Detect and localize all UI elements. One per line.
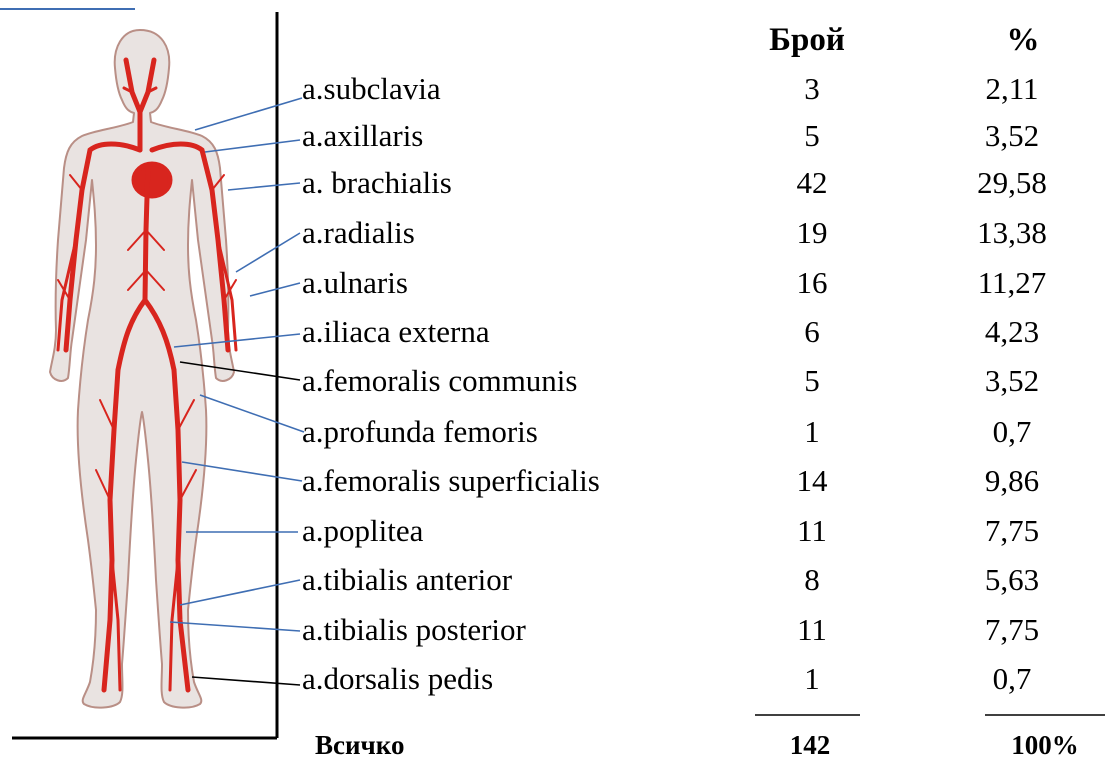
row-percent: 5,63 [957,563,1067,597]
leader-line-tibialis-anterior [180,580,300,605]
row-count: 5 [757,364,867,398]
total-percent: 100% [985,730,1105,760]
row-label: a.radialis [302,216,415,250]
row-count: 16 [757,266,867,300]
leader-line-brachialis [228,183,300,190]
row-count: 5 [757,119,867,153]
row-percent: 29,58 [957,166,1067,200]
row-percent: 13,38 [957,216,1067,250]
row-percent: 7,75 [957,613,1067,647]
row-label: a.femoralis communis [302,364,578,398]
header-count: Брой [752,22,862,58]
row-count: 11 [757,514,867,548]
total-label: Всичко [315,730,404,760]
row-label: a.ulnaris [302,266,408,300]
row-count: 3 [757,72,867,106]
row-count: 1 [757,662,867,696]
row-label: a.tibialis posterior [302,613,526,647]
row-count: 6 [757,315,867,349]
leader-line-axillaris [205,140,300,152]
row-percent: 3,52 [957,364,1067,398]
row-label: a.tibialis anterior [302,563,512,597]
row-count: 19 [757,216,867,250]
row-count: 8 [757,563,867,597]
leader-line-subclavia [195,98,302,130]
row-count: 14 [757,464,867,498]
leader-line-ulnaris [250,283,300,296]
leader-line-tibialis-posterior [170,622,300,631]
row-label: a.profunda femoris [302,415,538,449]
row-percent: 4,23 [957,315,1067,349]
row-label: a. brachialis [302,166,452,200]
leader-line-dorsalis-pedis [192,677,300,685]
row-percent: 11,27 [957,266,1067,300]
row-percent: 7,75 [957,514,1067,548]
row-label: a.femoralis superficialis [302,464,600,498]
row-count: 11 [757,613,867,647]
row-label: a.subclavia [302,72,441,106]
row-percent: 3,52 [957,119,1067,153]
header-percent: % [968,22,1078,58]
row-count: 42 [757,166,867,200]
row-count: 1 [757,415,867,449]
row-percent: 9,86 [957,464,1067,498]
row-label: a.axillaris [302,119,423,153]
row-label: a.iliaca externa [302,315,490,349]
row-percent: 0,7 [957,415,1067,449]
row-label: a.poplitea [302,514,423,548]
leader-line-profunda [200,395,304,432]
row-label: a.dorsalis pedis [302,662,493,696]
row-percent: 2,11 [957,72,1067,106]
total-count: 142 [760,730,860,760]
row-percent: 0,7 [957,662,1067,696]
leader-line-radialis [236,233,300,272]
